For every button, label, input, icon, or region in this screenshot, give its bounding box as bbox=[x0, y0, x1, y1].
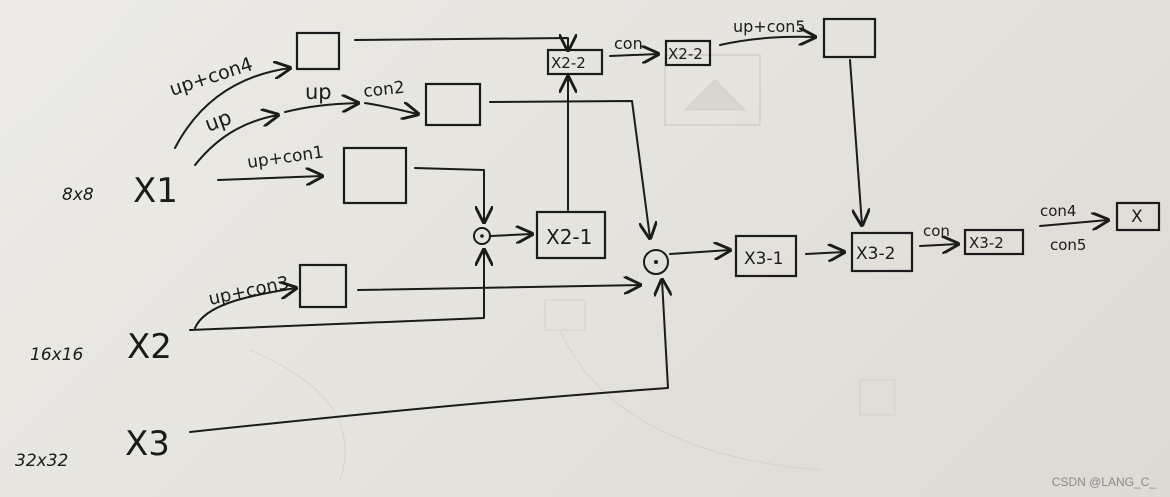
label-con-a: con bbox=[614, 34, 643, 53]
x2-1-label: X2-1 bbox=[546, 225, 592, 249]
x3-2-label: X3-2 bbox=[856, 244, 895, 264]
row-size-x2: 16x16 bbox=[30, 345, 84, 365]
x3-1-box bbox=[734, 234, 798, 278]
ghost-sketches bbox=[249, 54, 896, 481]
conv2-to-fusion2-arrow bbox=[489, 100, 650, 238]
x3-2-con-arrow bbox=[919, 244, 958, 246]
output-box bbox=[1115, 201, 1161, 232]
x3-1-label: X3-1 bbox=[744, 249, 783, 269]
watermark: CSDN @LANG_C_ bbox=[1051, 475, 1156, 489]
x2-2-out-label: X2-2 bbox=[668, 45, 703, 63]
x2-up-con3-arrow bbox=[194, 288, 296, 329]
x2-to-fusion1-arrow bbox=[189, 250, 484, 331]
label-up-con5: up+con5 bbox=[733, 17, 806, 36]
conv1-to-fusion1-arrow bbox=[414, 167, 484, 222]
x3-to-fusion2-arrow bbox=[189, 280, 668, 433]
x1-to-conv4-arrow bbox=[174, 68, 290, 149]
x3-1-to-x3-2-arrow bbox=[805, 252, 844, 254]
conv5-box bbox=[822, 17, 877, 59]
x2-2-out-box bbox=[664, 39, 712, 67]
x2-2-label: X2-2 bbox=[551, 54, 586, 72]
conv1-box bbox=[342, 146, 408, 205]
label-up-con4: up+con4 bbox=[167, 53, 256, 101]
input-x3: X3 bbox=[125, 424, 170, 464]
fusion2-dot-op bbox=[643, 249, 669, 275]
x2-1-box bbox=[535, 210, 607, 260]
label-con2: con2 bbox=[362, 78, 405, 102]
fusion2-to-x3-1-arrow bbox=[669, 250, 730, 254]
x3-2-out-box bbox=[963, 228, 1025, 256]
x2-2-box bbox=[546, 48, 604, 76]
label-up-con1: up+con1 bbox=[246, 142, 325, 173]
input-x2: X2 bbox=[127, 327, 172, 367]
conv4-to-x2-2-arrow bbox=[354, 38, 568, 50]
label-up2: up bbox=[305, 80, 332, 104]
x3-2-out-label: X3-2 bbox=[969, 234, 1004, 252]
conv3-to-fusion2-arrow bbox=[357, 285, 640, 290]
fusion1-to-x2-1-arrow bbox=[490, 234, 532, 236]
x1-up2-arrow bbox=[284, 103, 358, 113]
x1-up-con1-arrow bbox=[217, 176, 322, 180]
label-con-b: con bbox=[923, 222, 950, 240]
final-arrow bbox=[1039, 220, 1108, 226]
up-con5-arrow bbox=[719, 37, 815, 45]
x3-2-box bbox=[850, 231, 914, 273]
row-size-x1: 8x8 bbox=[62, 185, 94, 205]
label-out-con5: con5 bbox=[1050, 236, 1086, 254]
conv2-box bbox=[424, 82, 482, 127]
x1-up-arrow bbox=[194, 115, 278, 166]
x2-2-con-arrow bbox=[609, 54, 658, 56]
x1-con2-arrow bbox=[364, 103, 418, 114]
row-size-x3: 32x32 bbox=[15, 451, 68, 471]
input-x1: X1 bbox=[133, 171, 178, 211]
output-label: X bbox=[1131, 207, 1143, 227]
label-up-con3: up+con3 bbox=[207, 272, 291, 310]
conv5-to-x3-2-arrow bbox=[849, 59, 862, 225]
conv3-box bbox=[298, 263, 348, 309]
label-out-con4: con4 bbox=[1040, 202, 1076, 220]
conv4-box bbox=[295, 31, 341, 71]
label-up: up bbox=[202, 105, 235, 137]
